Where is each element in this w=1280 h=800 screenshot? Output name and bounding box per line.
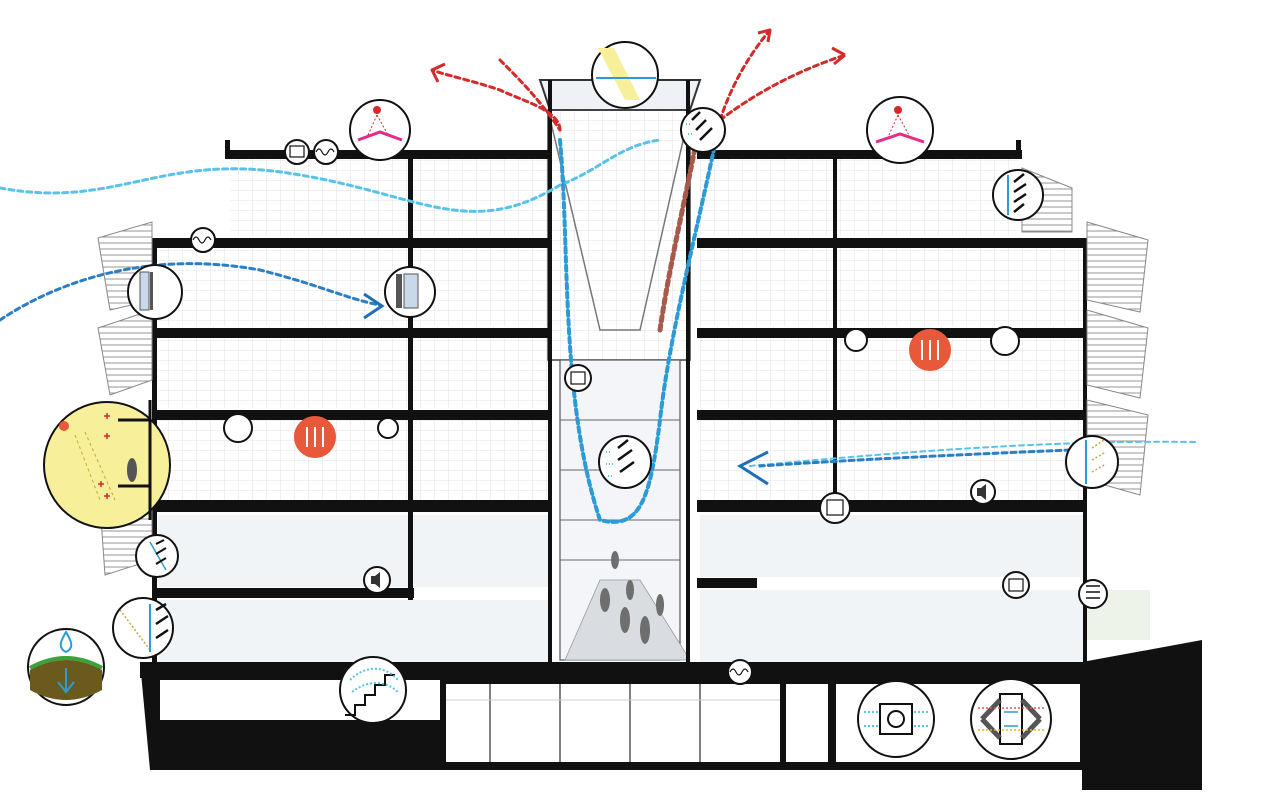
facade-louver-icon: [135, 534, 179, 578]
facade-louver-icon: [1078, 579, 1108, 609]
solar-gain-icon: [43, 400, 171, 529]
shading-fins-icon: [992, 169, 1044, 221]
light-icon: [990, 326, 1020, 356]
heat-recovery-icon: [857, 680, 935, 758]
hvac-unit-icon: [564, 364, 592, 392]
icon-callouts: [27, 41, 1119, 760]
light-icon: [223, 413, 253, 443]
insulation-icon: [190, 227, 216, 253]
hvac-unit-icon: [1002, 571, 1030, 599]
light-icon: [377, 417, 399, 439]
radiant-heating-icon: [294, 416, 336, 458]
insulation-icon: [727, 659, 753, 685]
displacement-ventilation-icon: [339, 656, 407, 724]
airflow-paths: [0, 28, 1196, 524]
insulation-icon: [313, 139, 339, 165]
light-icon: [844, 328, 868, 352]
hvac-unit-icon: [284, 139, 310, 165]
acoustic-icon: [363, 566, 391, 594]
operable-window-icon: [384, 266, 436, 318]
interior-spaces: [158, 158, 1084, 500]
operable-window-icon: [127, 264, 183, 320]
lower-floors: [158, 515, 1084, 662]
heat-exchanger-icon: [970, 678, 1052, 760]
hvac-unit-icon: [819, 492, 851, 524]
facade-louver-icon: [1065, 435, 1119, 489]
radiant-roof-icon: [349, 99, 411, 161]
louvered-vent-icon: [680, 107, 726, 153]
radiant-heating-icon: [909, 329, 951, 371]
facade-louver-icon: [112, 597, 174, 659]
arrowheads: [363, 28, 846, 486]
atrium-vent-icon: [598, 435, 652, 489]
rainwater-infiltration-icon: [27, 628, 105, 706]
radiant-roof-icon: [866, 96, 934, 164]
acoustic-icon: [970, 479, 996, 505]
skylight-sun-icon: [591, 41, 659, 109]
